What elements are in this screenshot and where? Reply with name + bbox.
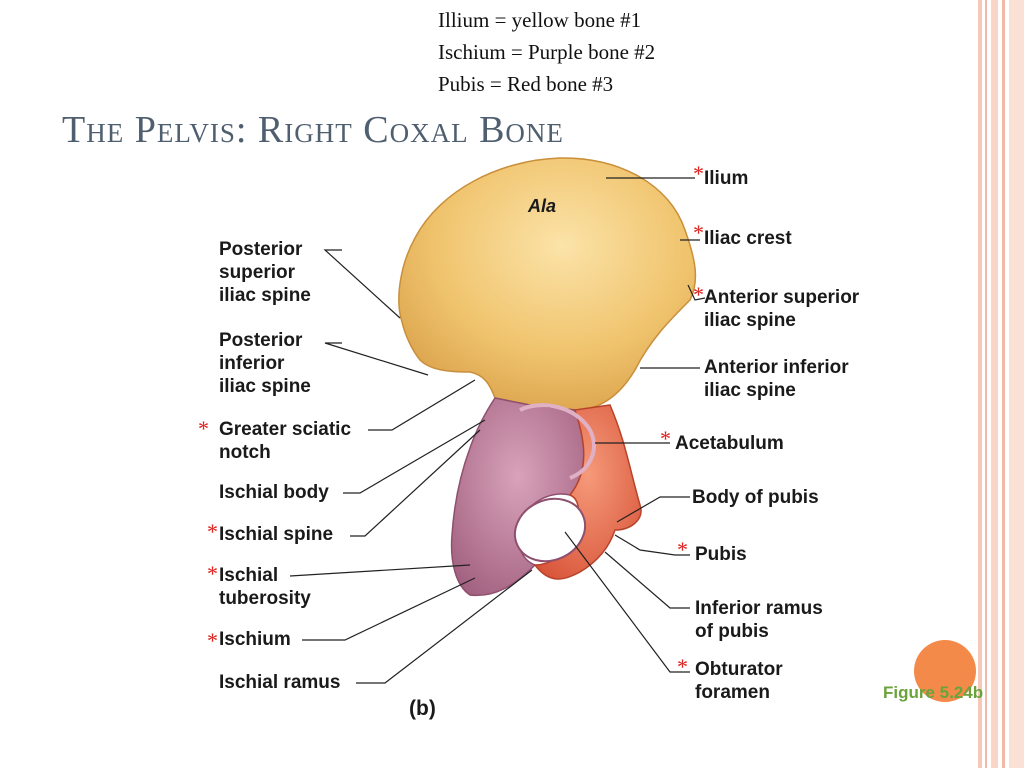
- figure-panel-label: (b): [409, 697, 436, 720]
- label-piis-line1: Posterior: [219, 330, 303, 351]
- acetabulum-rim: [519, 403, 596, 480]
- label-obturator-line1: Obturator: [695, 659, 783, 680]
- label-ischial-body: Ischial body: [219, 482, 329, 503]
- accent-circle: [914, 640, 976, 702]
- figure-reference: Figure 5.24b: [883, 683, 984, 702]
- label-iliac-crest: Iliac crest: [704, 228, 792, 249]
- border-stripe: [985, 0, 987, 768]
- star-marker: *: [207, 561, 218, 586]
- leader-lines-right: [564, 177, 706, 673]
- ala-label: Ala: [528, 196, 557, 216]
- star-marker: *: [660, 426, 671, 451]
- label-asis-line2: iliac spine: [704, 310, 796, 331]
- pubis-bone: [533, 404, 642, 580]
- label-piis-line3: iliac spine: [219, 376, 311, 397]
- border-stripe: [1002, 0, 1005, 768]
- label-body-of-pubis: Body of pubis: [692, 487, 819, 508]
- label-inf-ramus-line1: Inferior ramus: [695, 598, 823, 619]
- label-sciatic-line2: notch: [219, 442, 271, 463]
- label-aiis-line2: iliac spine: [704, 380, 796, 401]
- label-acetabulum: Acetabulum: [675, 433, 784, 454]
- ilium-bone: [398, 157, 697, 411]
- label-tuberosity-line1: Ischial: [219, 565, 279, 586]
- label-psis-line1: Posterior: [219, 239, 303, 260]
- star-marker: *: [677, 654, 688, 679]
- label-inf-ramus-line2: of pubis: [695, 621, 769, 642]
- star-marker: *: [198, 416, 209, 441]
- label-ischial-spine: Ischial spine: [219, 524, 334, 545]
- star-marker: *: [207, 628, 218, 653]
- label-pubis: Pubis: [695, 544, 747, 565]
- star-marker: *: [207, 519, 218, 544]
- star-marker: *: [693, 282, 704, 307]
- legend-pubis: Pubis = Red bone #3: [438, 72, 614, 96]
- label-aiis-line1: Anterior inferior: [704, 357, 849, 378]
- label-asis-line1: Anterior superior: [704, 287, 860, 308]
- star-marker: *: [693, 161, 704, 186]
- legend-ilium: Illium = yellow bone #1: [438, 8, 642, 32]
- label-ilium: Ilium: [704, 168, 749, 189]
- label-ischium: Ischium: [219, 629, 291, 650]
- label-psis-line3: iliac spine: [219, 285, 311, 306]
- label-obturator-line2: foramen: [695, 682, 770, 703]
- star-marker: *: [693, 220, 704, 245]
- star-marker: *: [677, 537, 688, 562]
- border-stripe: [991, 0, 998, 768]
- obturator-foramen-hole: [513, 497, 587, 563]
- leader-lines-left: [289, 249, 533, 684]
- label-psis-line2: superior: [219, 262, 296, 283]
- label-ischial-ramus: Ischial ramus: [219, 672, 341, 693]
- label-tuberosity-line2: tuberosity: [219, 588, 311, 609]
- legend-ischium: Ischium = Purple bone #2: [438, 40, 656, 64]
- border-stripe: [1009, 0, 1024, 768]
- label-sciatic-line1: Greater sciatic: [219, 419, 352, 440]
- page-title: The Pelvis: Right Coxal Bone: [62, 109, 564, 151]
- label-piis-line2: inferior: [219, 353, 285, 374]
- border-stripe: [978, 0, 982, 768]
